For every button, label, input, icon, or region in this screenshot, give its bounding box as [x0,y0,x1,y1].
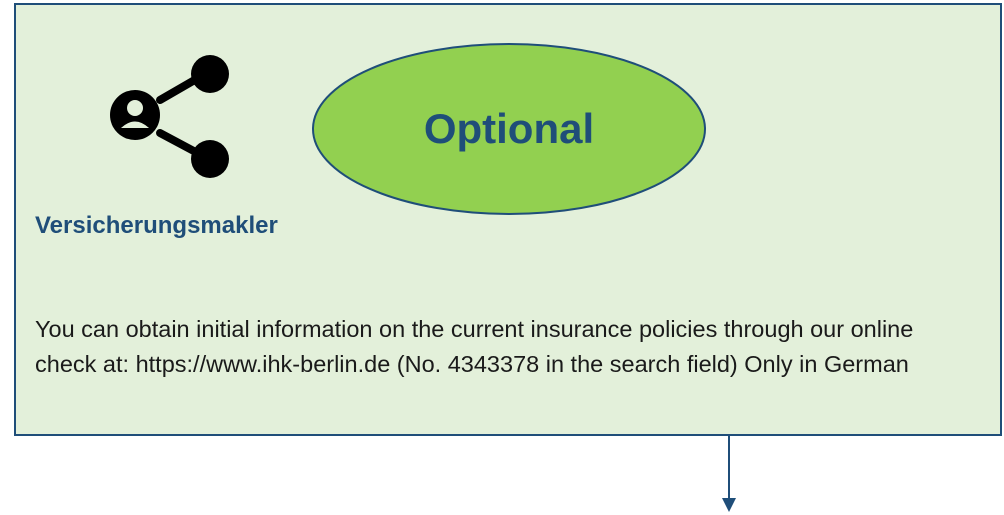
arrow-down-icon [722,434,736,512]
role-title: Versicherungsmakler [35,212,278,239]
description-text: You can obtain initial information on th… [35,316,914,377]
optional-badge: Optional [311,42,707,216]
user-share-network-icon [110,55,229,178]
badge-label: Optional [423,105,595,152]
badge-ellipse [312,43,706,215]
